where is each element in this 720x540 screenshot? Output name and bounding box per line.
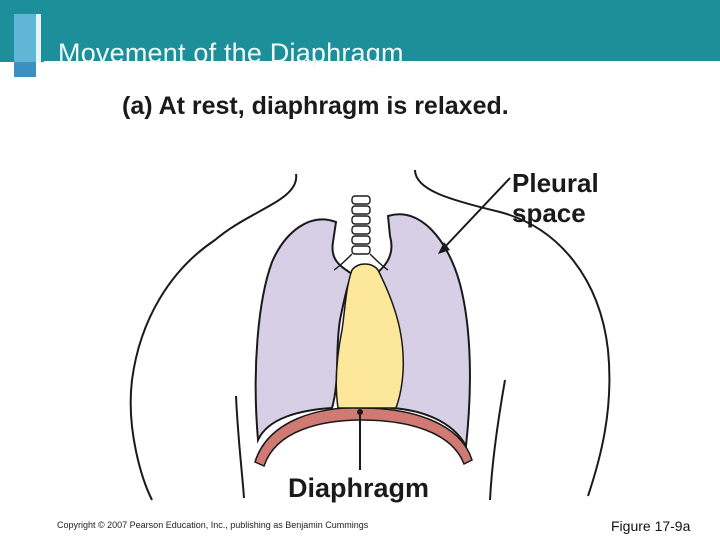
diaphragm-pointer-dot xyxy=(357,409,363,415)
label-pleural-line1: Pleural xyxy=(512,168,599,198)
slide-title: Movement of the Diaphragm xyxy=(58,38,404,68)
title-bar-accent-lower xyxy=(14,62,36,77)
figure-number: Figure 17-9a xyxy=(611,518,691,534)
copyright-text: Copyright © 2007 Pearson Education, Inc.… xyxy=(57,520,369,530)
waist-right xyxy=(489,379,506,501)
label-pleural-space: Pleural space xyxy=(512,168,599,228)
title-bar xyxy=(0,0,720,62)
pleural-pointer-line xyxy=(441,177,511,251)
trachea xyxy=(333,195,389,271)
mediastinum xyxy=(335,263,405,409)
torso-outline xyxy=(129,173,298,501)
title-bar-accent xyxy=(14,14,36,62)
waist-left xyxy=(235,395,245,499)
label-pleural-line2: space xyxy=(512,198,586,228)
title-underline xyxy=(44,61,720,63)
pleural-pointer-arrowhead xyxy=(438,242,450,254)
torso-outline-right xyxy=(414,169,611,497)
figure-caption: (a) At rest, diaphragm is relaxed. xyxy=(122,92,509,120)
title-bar-accent-stripe xyxy=(36,14,41,62)
diaphragm-muscle xyxy=(254,407,473,468)
label-diaphragm: Diaphragm xyxy=(288,473,430,503)
